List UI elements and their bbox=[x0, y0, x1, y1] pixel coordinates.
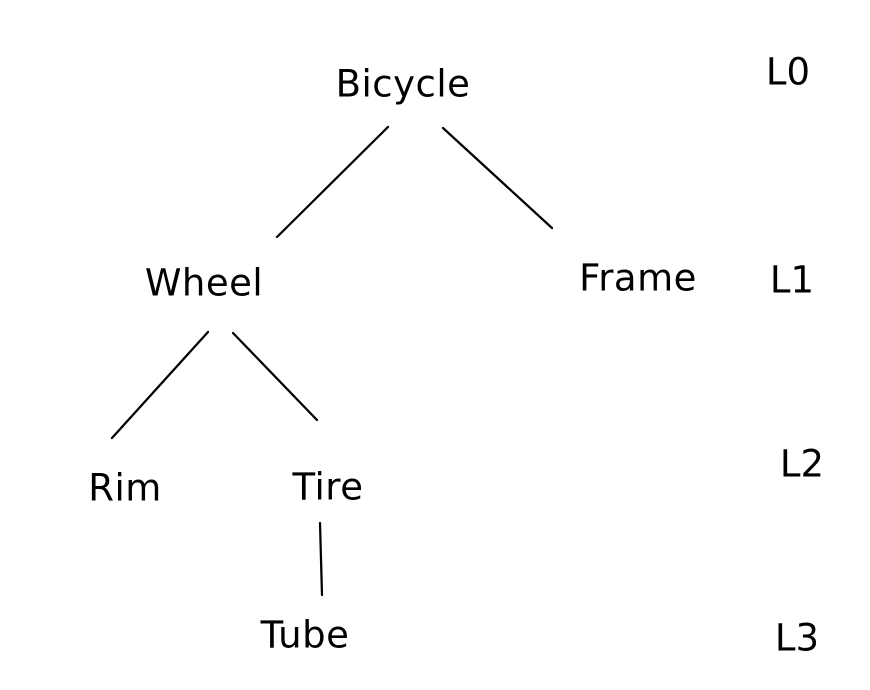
tree-node-rim: Rim bbox=[88, 466, 162, 510]
level-label-l1: L1 bbox=[769, 258, 815, 302]
edge-bicycle-frame bbox=[441, 126, 554, 230]
tree-node-wheel: Wheel bbox=[144, 261, 264, 305]
edge-tire-tube bbox=[318, 521, 324, 597]
level-label-l0: L0 bbox=[765, 50, 811, 94]
tree-node-tire: Tire bbox=[292, 465, 364, 509]
edge-bicycle-wheel bbox=[275, 125, 390, 239]
level-label-l2: L2 bbox=[779, 442, 825, 486]
tree-node-bicycle: Bicycle bbox=[335, 62, 471, 106]
level-label-l3: L3 bbox=[774, 616, 820, 660]
tree-node-tube: Tube bbox=[260, 613, 350, 657]
edge-wheel-rim bbox=[110, 330, 210, 440]
edge-wheel-tire bbox=[231, 331, 319, 422]
tree-node-frame: Frame bbox=[579, 256, 697, 300]
